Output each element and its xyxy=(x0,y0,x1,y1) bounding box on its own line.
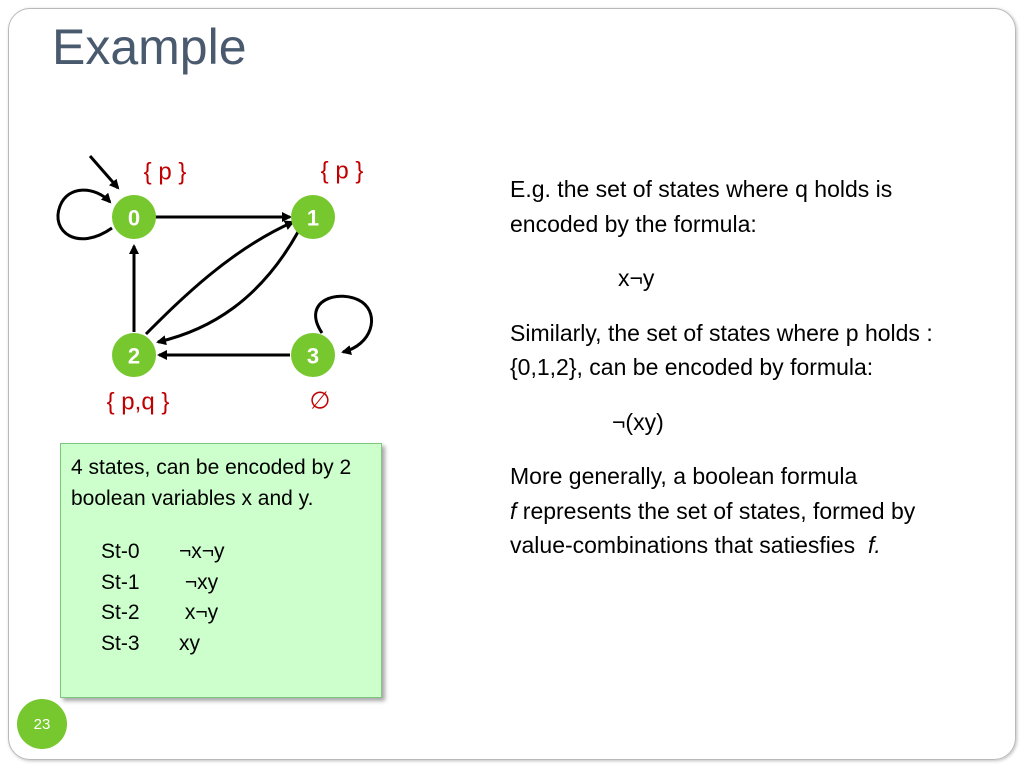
encoding-code: ¬x¬y xyxy=(179,539,225,563)
state-node-0 xyxy=(112,195,156,239)
explanation-paragraph-3: More generally, a boolean formula f repr… xyxy=(510,459,960,563)
state-node-0-label: 0 xyxy=(128,206,140,231)
edge-0-self-loop xyxy=(56,188,113,241)
encoding-note-box: 4 states, can be encoded by 2 boolean va… xyxy=(60,443,382,698)
formula-q: x¬y xyxy=(618,265,655,291)
slide-title: Example xyxy=(52,19,247,75)
encoding-state: St-1 xyxy=(101,570,140,594)
paragraph-3-start: More generally, a boolean formula xyxy=(510,463,858,489)
encoding-state: St-0 xyxy=(101,539,140,563)
page-number-badge: 23 xyxy=(17,699,67,749)
explanation-paragraph-2: Similarly, the set of states where p hol… xyxy=(510,319,933,381)
encoding-code: xy xyxy=(179,632,200,656)
state-1-props: { p } xyxy=(321,158,364,185)
state-node-1 xyxy=(291,195,335,239)
explanation-paragraph-1: E.g. the set of states where q holds is … xyxy=(510,176,893,237)
edge-2-to-1 xyxy=(144,220,295,336)
state-2-props: { p,q } xyxy=(107,389,170,416)
state-node-2-label: 2 xyxy=(128,344,140,369)
encoding-row: St-1 ¬xy xyxy=(71,568,371,599)
formula-f-end: f. xyxy=(867,532,881,558)
paragraph-3-middle: represents the set of states, formed by … xyxy=(510,497,922,559)
formula-p: ¬(xy) xyxy=(612,408,664,435)
explanation-text: E.g. the set of states where q holds is … xyxy=(510,172,960,563)
encoding-row: St-3 xy xyxy=(71,629,371,660)
state-0-props: { p } xyxy=(144,159,187,186)
encoding-code: ¬xy xyxy=(179,570,219,594)
encoding-state: St-3 xyxy=(101,632,140,656)
formula-f: f xyxy=(510,497,517,524)
state-node-1-label: 1 xyxy=(307,206,319,231)
state-node-3-label: 3 xyxy=(307,344,319,369)
encoding-code: x¬y xyxy=(179,601,219,625)
slide-frame xyxy=(8,8,1016,760)
encoding-state: St-2 xyxy=(101,601,140,625)
edge-initial-to-0 xyxy=(88,155,120,190)
encoding-row: St-0 ¬x¬y xyxy=(71,537,371,568)
state-node-3 xyxy=(291,333,335,377)
state-3-props: ∅ xyxy=(310,388,331,415)
edge-1-to-2 xyxy=(156,231,300,346)
edge-3-self-loop xyxy=(314,294,373,355)
state-node-2 xyxy=(112,333,156,377)
encoding-intro: 4 states, can be encoded by 2 boolean va… xyxy=(71,456,352,510)
encoding-row: St-2 x¬y xyxy=(71,598,371,629)
